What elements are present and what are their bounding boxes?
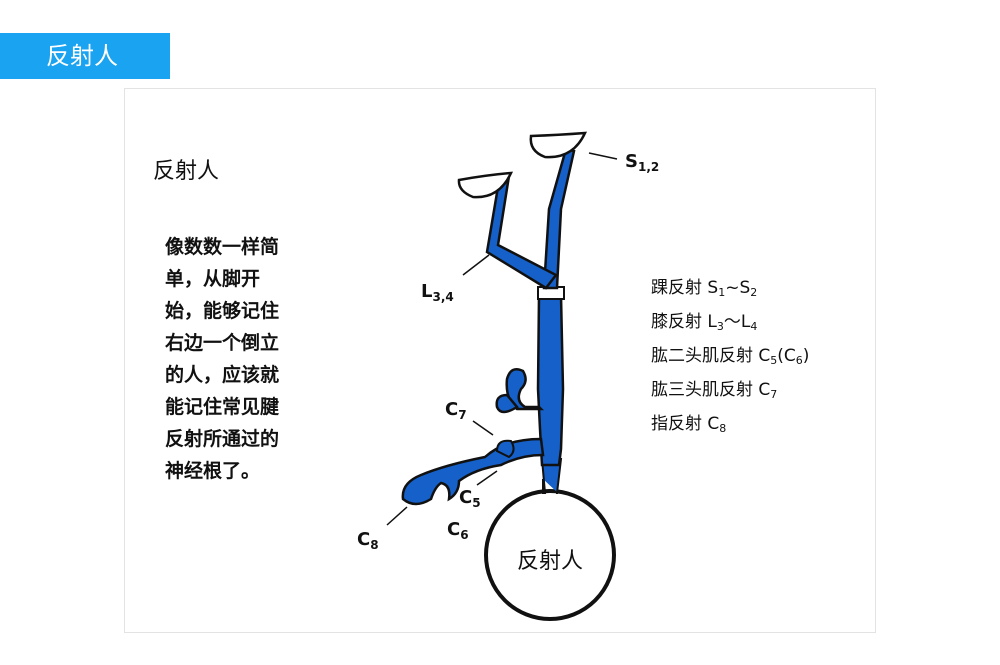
header-title: 反射人 [0, 33, 170, 79]
label-c8: C8 [357, 529, 379, 552]
arm-c7 [505, 368, 545, 411]
legend-row-knee: 膝反射 L3～L4 [651, 305, 809, 339]
legend-row-ankle: 踝反射 S1~S2 [651, 271, 809, 305]
torso [536, 293, 565, 467]
head-label: 反射人 [517, 549, 583, 574]
pointer-s12 [588, 152, 618, 160]
legend-segment: L3～L4 [707, 312, 758, 333]
label-l34: L3,4 [421, 281, 454, 304]
left-foot [457, 171, 514, 199]
legend-name: 踝反射 [651, 278, 702, 298]
label-c6: C6 [447, 519, 469, 542]
legend-name: 指反射 [651, 414, 702, 434]
legend-name: 膝反射 [651, 312, 702, 332]
mnemonic-explanation: 像数数一样简 单，从脚开 始，能够记住 右边一个倒立 的人，应该就 能记住常见腱… [165, 236, 280, 482]
right-foot [529, 131, 588, 159]
pointer-l34 [462, 254, 490, 276]
label-c7: C7 [445, 399, 467, 422]
reflex-man-figure: 反射人 S1,2 L3,4 C7 C5 C6 C8 [357, 131, 659, 621]
legend-row-triceps: 肱三头肌反射 C7 [651, 373, 809, 407]
arm-lower [401, 437, 545, 506]
legend-segment: C8 [707, 414, 727, 435]
right-leg [542, 147, 576, 290]
legend-name: 肱二头肌反射 [651, 346, 753, 366]
legend-segment: S1~S2 [707, 278, 758, 299]
pointer-c5 [476, 470, 498, 486]
elbow-bump [495, 439, 515, 459]
legend-name: 肱三头肌反射 [651, 380, 753, 400]
legend-segment: C5(C6) [758, 346, 810, 367]
label-c5: C5 [459, 487, 481, 510]
label-s12: S1,2 [625, 151, 659, 174]
reflex-legend: 踝反射 S1~S2 膝反射 L3～L4 肱二头肌反射 C5(C6) 肱三头肌反射… [651, 271, 809, 441]
pointer-c8 [386, 506, 408, 526]
content-panel: 反射人 像数数一样简 单，从脚开 始，能够记住 右边一个倒立 的人，应该就 能记… [124, 88, 876, 633]
legend-segment: C7 [758, 380, 778, 401]
pointer-c7 [472, 420, 494, 436]
hand-c7 [495, 393, 519, 414]
head-circle [484, 489, 616, 621]
panel-title: 反射人 [153, 159, 220, 184]
legend-row-biceps: 肱二头肌反射 C5(C6) [651, 339, 809, 373]
legend-row-finger: 指反射 C8 [651, 407, 809, 441]
